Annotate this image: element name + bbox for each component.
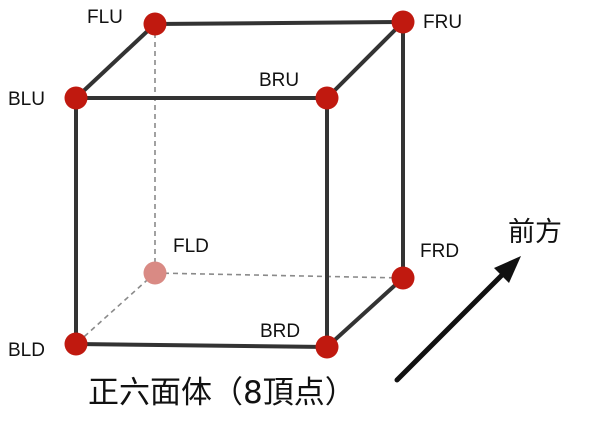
- edge-fld-frd: [154, 272, 404, 279]
- forward-direction-label: 前方: [508, 217, 562, 248]
- label-fld: FLD: [173, 236, 209, 257]
- label-flu: FLU: [87, 7, 123, 28]
- label-fru: FRU: [423, 12, 462, 33]
- label-brd: BRD: [260, 321, 300, 342]
- vertex-fld: [143, 261, 167, 285]
- forward-arrow-head: [494, 256, 521, 283]
- vertex-flu: [143, 12, 167, 36]
- diagram-caption: 正六面体（8頂点）: [88, 375, 356, 411]
- vertex-blu: [64, 86, 88, 110]
- label-frd: FRD: [420, 241, 459, 262]
- label-bru: BRU: [259, 70, 299, 91]
- label-bld: BLD: [8, 340, 45, 361]
- edge-bld-brd: [74, 342, 329, 349]
- forward-arrow-shaft: [394, 269, 508, 383]
- edge-flu-blu: [74, 22, 157, 100]
- edge-fru-bru: [325, 20, 405, 100]
- edge-brd-frd: [325, 276, 405, 349]
- vertex-fru: [391, 10, 415, 34]
- edge-fld-bld: [75, 272, 156, 345]
- label-blu: BLU: [8, 89, 45, 110]
- vertex-bld: [64, 332, 88, 356]
- vertex-bru: [315, 86, 339, 110]
- edge-flu-fru: [153, 20, 405, 26]
- vertex-frd: [391, 266, 415, 290]
- vertex-brd: [315, 335, 339, 359]
